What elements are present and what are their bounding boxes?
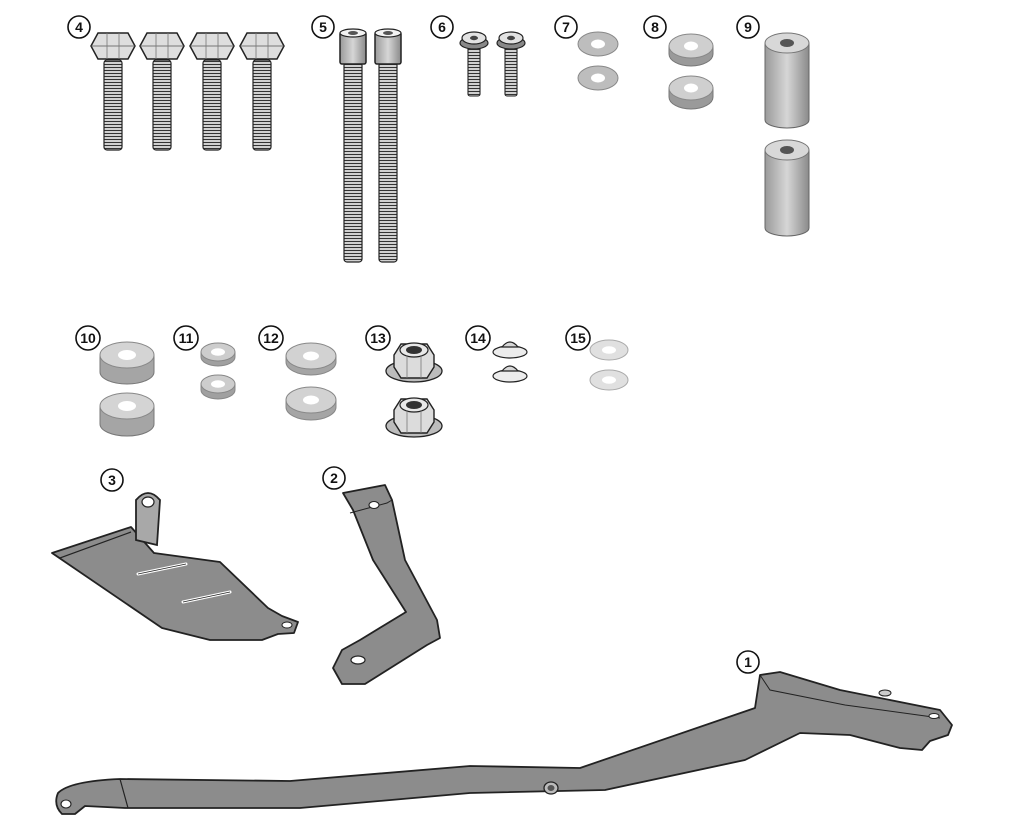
part-2-bracket [332,484,441,685]
washer-11a [200,342,236,367]
part-9-spacers [764,32,810,237]
bolt-4b [139,32,185,151]
screw-5b [374,28,402,263]
part-4-bolts [90,32,285,151]
screw-5a [339,28,367,263]
svg-text:13: 13 [370,330,386,346]
washer-15a [589,339,629,361]
washer-11b [200,374,236,400]
grommet-14b [492,365,528,383]
spacer-9a [764,32,810,129]
part-15-badge: 15 [565,325,591,351]
part-10-badge: 10 [75,325,101,351]
washer-7a [577,31,619,57]
part-1-rail [55,671,953,815]
svg-text:9: 9 [744,19,752,35]
svg-text:7: 7 [562,19,570,35]
part-13-badge: 13 [365,325,391,351]
svg-text:1: 1 [744,654,752,670]
part-4-badge: 4 [67,15,91,39]
part-15-washers [589,339,629,391]
svg-text:2: 2 [330,470,338,486]
washer-8a [668,33,714,67]
part-3-badge: 3 [100,468,124,492]
svg-text:15: 15 [570,330,586,346]
svg-text:5: 5 [319,19,327,35]
part-13-nuts [385,342,443,438]
spacer-9b [764,139,810,237]
part-10-spacers [99,341,155,437]
grommet-14a [492,341,528,359]
washer-12b [285,386,337,421]
svg-text:3: 3 [108,472,116,488]
part-3-plate [51,492,299,641]
part-1-badge: 1 [736,650,760,674]
part-14-badge: 14 [465,325,491,351]
screw-6a [459,31,489,97]
svg-text:8: 8 [651,19,659,35]
svg-text:6: 6 [438,19,446,35]
part-8-badge: 8 [643,15,667,39]
svg-text:12: 12 [263,330,279,346]
part-2-badge: 2 [322,466,346,490]
part-7-washers [577,31,619,91]
part-11-washers [200,342,236,400]
washer-12a [285,342,337,376]
spacer-10a [99,341,155,385]
part-12-badge: 12 [258,325,284,351]
bolt-4c [189,32,235,151]
washer-7b [577,65,619,91]
washer-15b [589,369,629,391]
svg-text:14: 14 [470,330,486,346]
spacer-10b [99,392,155,437]
bolt-4a [90,32,136,151]
screw-6b [496,31,526,97]
part-9-badge: 9 [736,15,760,39]
svg-text:11: 11 [179,330,194,346]
part-6-screws [459,31,526,97]
nut-13a [385,342,443,383]
part-8-washers [668,33,714,110]
svg-text:10: 10 [80,330,96,346]
part-5-screws [339,28,402,263]
part-5-badge: 5 [311,15,335,39]
part-6-badge: 6 [430,15,454,39]
washer-8b [668,75,714,110]
part-12-washers [285,342,337,421]
number-badges: 1 2 3 4 5 6 7 8 [67,15,760,674]
bolt-4d [239,32,285,151]
part-14-grommets [492,341,528,383]
part-7-badge: 7 [554,15,578,39]
part-11-badge: 11 [173,325,199,351]
svg-text:4: 4 [75,19,83,35]
nut-13b [385,397,443,438]
